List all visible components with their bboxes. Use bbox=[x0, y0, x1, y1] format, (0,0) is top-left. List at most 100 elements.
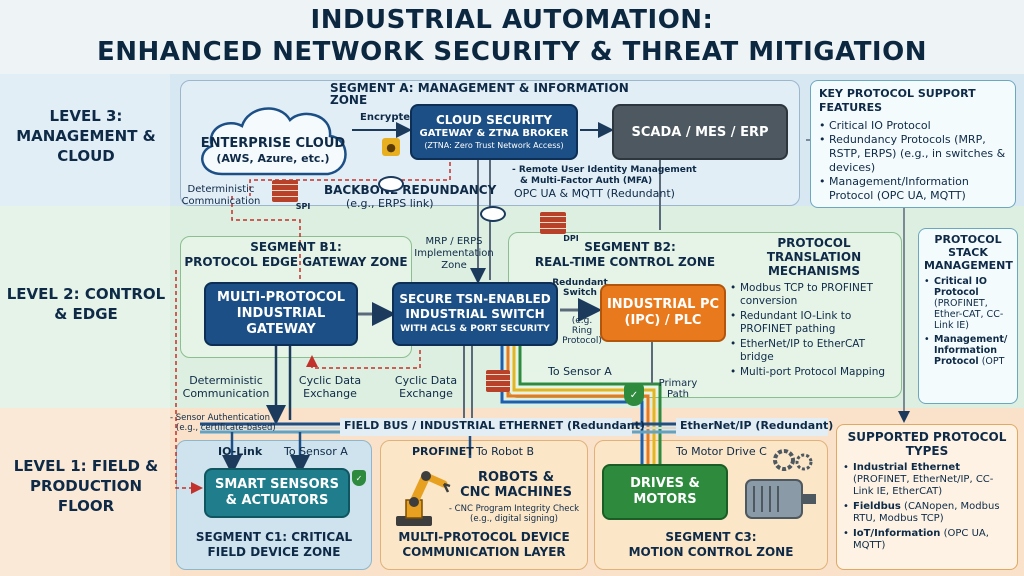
stack-item: Critical IO Protocol (PROFINET, Ether-CA… bbox=[924, 276, 1012, 331]
feature-item: Critical IO Protocol bbox=[819, 119, 1007, 133]
ethernetip-label-bg bbox=[676, 418, 828, 436]
segment-c2-title-2: COMMUNICATION LAYER bbox=[402, 545, 566, 559]
redundant-line-2: Switch bbox=[563, 288, 597, 298]
translation-item: EtherNet/IP to EtherCAT bridge bbox=[730, 338, 898, 364]
eye-icon bbox=[378, 176, 404, 192]
sensors-line-1: SMART SENSORS bbox=[214, 477, 340, 492]
supported-item-0-text: (PROFINET, EtherNet/IP, CC-Link IE, Ethe… bbox=[853, 474, 994, 497]
supported-item-0-title: Industrial Ethernet bbox=[853, 462, 960, 473]
level1-label: LEVEL 1: FIELD & PRODUCTION FLOOR bbox=[13, 457, 159, 515]
segment-c3-title-2: MOTION CONTROL ZONE bbox=[628, 545, 794, 559]
segment-c1-title-1: SEGMENT C1: CRITICAL bbox=[195, 530, 353, 544]
backbone-dashed-2 bbox=[231, 196, 301, 280]
level3-label: LEVEL 3: MANAGEMENT & CLOUD bbox=[16, 107, 156, 165]
robots-title: ROBOTS & CNC MACHINES bbox=[448, 470, 584, 500]
stack-item1-sub: (PROFINET, Ether-CAT, CC-Link IE) bbox=[934, 298, 1004, 331]
supported-item: Industrial Ethernet (PROFINET, EtherNet/… bbox=[843, 462, 1011, 498]
primary-line-1: Primary bbox=[658, 378, 698, 389]
translation-title-2: MECHANISMS bbox=[767, 264, 860, 278]
translation-item: Multi-port Protocol Mapping bbox=[730, 366, 898, 379]
supported-item-2-title: IoT/Information bbox=[853, 528, 941, 539]
switch-line-3: WITH ACLS & PORT SECURITY bbox=[400, 323, 550, 334]
ring-line-2: Ring bbox=[571, 326, 593, 336]
scada-mes-erp[interactable]: SCADA / MES / ERP bbox=[612, 104, 788, 160]
drives-motors[interactable]: DRIVES & MOTORS bbox=[602, 464, 728, 520]
drives-line-2: MOTORS bbox=[633, 492, 697, 507]
gateway-note: (ZTNA: Zero Trust Network Access) bbox=[424, 141, 564, 150]
segment-b2-title-2: REAL-TIME CONTROL ZONE bbox=[534, 255, 716, 269]
mrp-line-1: MRP / ERPS bbox=[425, 236, 483, 247]
segment-c2-title-1: MULTI-PROTOCOL DEVICE bbox=[398, 530, 570, 544]
cyclic-data-1: Cyclic Data Exchange bbox=[298, 374, 362, 400]
translation-list: Modbus TCP to PROFINET conversion Redund… bbox=[730, 282, 898, 379]
sensors-line-2: & ACTUATORS bbox=[225, 493, 329, 508]
smart-sensors-actuators[interactable]: SMART SENSORS & ACTUATORS bbox=[204, 468, 350, 518]
firewall-icon-2 bbox=[540, 212, 566, 234]
stack-item2-title: Management/ Information Protocol bbox=[934, 334, 1008, 367]
spi-label-1: SPI bbox=[295, 202, 311, 211]
features-list: Critical IO Protocol Redundancy Protocol… bbox=[819, 119, 1007, 203]
profinet-label: PROFINET bbox=[412, 445, 474, 458]
mrp-line-3: Zone bbox=[441, 260, 467, 271]
industrial-pc-plc[interactable]: INDUSTRIAL PC (IPC) / PLC bbox=[600, 284, 726, 342]
supported-item: Fieldbus (CANopen, Modbus RTU, Modbus TC… bbox=[843, 501, 1011, 525]
level2-label: LEVEL 2: CONTROL & EDGE bbox=[6, 285, 166, 323]
segment-b2-title-1: SEGMENT B2: bbox=[584, 240, 676, 254]
fieldbus-label-bg bbox=[340, 418, 632, 436]
backbone-title: BACKBONE REDUNDANCY bbox=[324, 183, 497, 197]
tsn-industrial-switch[interactable]: SECURE TSN-ENABLED INDUSTRIAL SWITCH WIT… bbox=[392, 282, 558, 346]
gateway-line-2: INDUSTRIAL bbox=[236, 306, 326, 321]
to-motor-label: To Motor Drive C bbox=[676, 445, 767, 458]
cloud-security-gateway[interactable]: CLOUD SECURITY GATEWAY & ZTNA BROKER (ZT… bbox=[410, 104, 578, 160]
eye-icon-2 bbox=[480, 206, 506, 222]
gateway-line-3: GATEWAY bbox=[246, 322, 316, 337]
dpi-label-1: DPI bbox=[563, 234, 579, 243]
cloud-title: ENTERPRISE CLOUD bbox=[200, 136, 346, 151]
remote-id-label: - Remote User Identity Management bbox=[512, 165, 697, 175]
deterministic-comm-a: Deterministic Communication bbox=[181, 184, 261, 207]
encrypted-label: Encrypted bbox=[360, 112, 418, 123]
multi-protocol-gateway[interactable]: MULTI-PROTOCOL INDUSTRIAL GATEWAY bbox=[204, 282, 358, 346]
fieldbus-label: FIELD BUS / INDUSTRIAL ETHERNET (Redunda… bbox=[344, 419, 645, 432]
shield-icon-c1: ✓ bbox=[352, 470, 366, 486]
cyclic-data-2: Cyclic Data Exchange bbox=[394, 374, 458, 400]
translation-panel: PROTOCOL TRANSLATION MECHANISMS Modbus T… bbox=[730, 236, 898, 396]
sensor-auth-dashed bbox=[175, 270, 203, 494]
deterministic-comm-b: Deterministic Communication bbox=[182, 374, 270, 400]
firewall-icon bbox=[272, 180, 298, 202]
stack-item: Management/ Information Protocol (OPT bbox=[924, 334, 1012, 367]
ipc-line-1: INDUSTRIAL PC bbox=[606, 297, 720, 312]
ipc-line-2: (IPC) / PLC bbox=[624, 313, 702, 328]
segment-b1-title-2: PROTOCOL EDGE GATEWAY ZONE bbox=[184, 255, 408, 269]
drives-line-1: DRIVES & bbox=[630, 476, 700, 491]
backbone-subtitle: (e.g., ERPS link) bbox=[346, 197, 434, 210]
stack-title: PROTOCOL STACK MANAGEMENT bbox=[924, 233, 1013, 272]
sensor-auth-sub: (e.g., certificate-based) bbox=[176, 423, 276, 433]
supported-item-1-text: (CANopen, Modbus RTU, Modbus TCP) bbox=[853, 501, 1000, 524]
c1-to-sensor-label: To Sensor A bbox=[284, 445, 348, 458]
stack-item1-title: Critical IO Protocol bbox=[934, 276, 987, 298]
enterprise-cloud-icon bbox=[201, 107, 347, 176]
supported-protocols-panel: SUPPORTED PROTOCOL TYPES Industrial Ethe… bbox=[836, 424, 1018, 570]
stack-management-panel: PROTOCOL STACK MANAGEMENT Critical IO Pr… bbox=[918, 228, 1018, 404]
bundle-yellow bbox=[512, 346, 656, 470]
gateway-subtitle: GATEWAY & ZTNA BROKER bbox=[419, 128, 569, 139]
switch-line-2: INDUSTRIAL SWITCH bbox=[405, 306, 545, 321]
supported-title-1: SUPPORTED PROTOCOL bbox=[847, 430, 1007, 444]
robots-line-1: ROBOTS & bbox=[477, 470, 555, 485]
backbone-dashed bbox=[249, 162, 451, 196]
integrity-sub: (e.g., digital signing) bbox=[470, 514, 558, 524]
supported-item-2-text: (OPC UA, MQTT) bbox=[853, 528, 989, 551]
lock-icon: ● bbox=[382, 138, 400, 156]
to-robot-label: To Robot B bbox=[476, 445, 535, 458]
redundant-switch-label: Redundant Switch bbox=[550, 278, 610, 298]
supported-title-2: TYPES bbox=[905, 444, 949, 458]
translation-title-1: PROTOCOL TRANSLATION bbox=[766, 236, 862, 264]
ring-protocol-label: (e.g. Ring Protocol) bbox=[560, 316, 604, 346]
cloud-subtitle: (AWS, Azure, etc.) bbox=[216, 152, 330, 165]
auth-dashed bbox=[306, 350, 421, 369]
sensor-auth-label: - Sensor Authentication bbox=[170, 413, 271, 423]
features-title: KEY PROTOCOL SUPPORT FEATURES bbox=[819, 87, 976, 114]
segment-c1-title-2: FIELD DEVICE ZONE bbox=[207, 545, 341, 559]
segment-c3-title-1: SEGMENT C3: bbox=[665, 530, 757, 544]
